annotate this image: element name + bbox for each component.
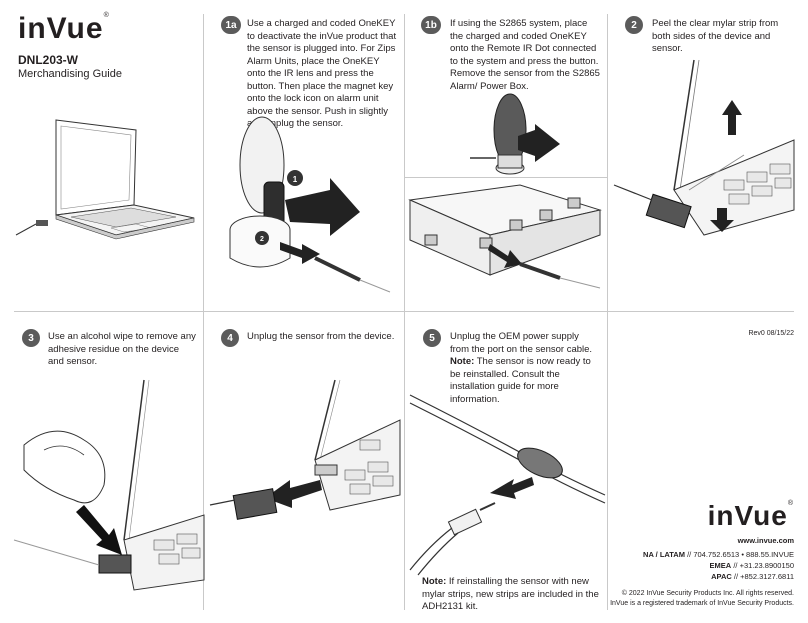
brand-logo-footer: inVue®: [707, 500, 794, 531]
na-label: NA / LATAM: [643, 550, 685, 559]
emea-phone: // +31.23.8900150: [733, 561, 794, 570]
step-2-badge: 2: [625, 16, 643, 34]
model-number: DNL203-W: [18, 53, 79, 67]
bottom-note-label: Note:: [422, 576, 447, 587]
step-3-badge: 3: [22, 329, 40, 347]
na-phone-1: 704.752.6513: [693, 550, 740, 559]
step-1a-text: Use a charged and coded OneKEY to deacti…: [247, 18, 397, 129]
step-5-text-b: The sensor is now ready to be reinstalle…: [450, 356, 591, 405]
page-title: Merchandising Guide: [18, 68, 122, 80]
divider-row: [14, 311, 794, 312]
step-1b-text: If using the S2865 system, place the cha…: [450, 18, 600, 92]
step-1a-badge: 1a: [221, 16, 241, 34]
na-phone-2: 888.55.INVUE: [746, 550, 794, 559]
divider-col-2: [404, 14, 405, 610]
divider-1b: [404, 177, 607, 178]
revision: Rev0 08/15/22: [748, 330, 794, 337]
alcohol-wipe-illustration: [13, 379, 205, 591]
step-3-text: Use an alcohol wipe to remove any adhesi…: [48, 331, 196, 367]
step-2-text: Peel the clear mylar strip from both sid…: [652, 18, 779, 54]
step-5-badge: 5: [423, 329, 441, 347]
contact-block: www.invue.com NA / LATAM // 704.752.6513…: [643, 536, 794, 581]
trademark: InVue is a registered trademark of InVue…: [610, 600, 794, 607]
step-5-text: Unplug the OEM power supply from the por…: [450, 331, 600, 406]
apac-phone: // +852.3127.6811: [733, 572, 794, 581]
emea-label: EMEA: [709, 561, 732, 570]
svg-text:2: 2: [260, 236, 264, 243]
bottom-note-text: If reinstalling the sensor with new myla…: [422, 576, 599, 612]
brand-logo: inVue®: [18, 12, 110, 45]
website-link[interactable]: www.invue.com: [737, 536, 794, 545]
copyright: © 2022 InVue Security Products Inc. All …: [621, 590, 794, 597]
apac-label: APAC: [711, 572, 732, 581]
legal-block: © 2022 InVue Security Products Inc. All …: [610, 589, 794, 609]
step-4-text: Unplug the sensor from the device.: [247, 331, 395, 342]
alarm-power-box-illustration: [408, 184, 602, 289]
laptop-illustration: [15, 119, 195, 240]
unplug-sensor-illustration: [209, 379, 401, 520]
step-1b-badge: 1b: [421, 16, 441, 34]
divider-col-1: [203, 14, 204, 610]
svg-text:1: 1: [293, 175, 298, 184]
onekey-alarm-illustration: 1 2: [229, 116, 391, 293]
step-5-note-label: Note:: [450, 356, 475, 367]
bottom-note: Note: If reinstalling the sensor with ne…: [422, 576, 602, 614]
divider-col-3: [607, 14, 608, 610]
remote-ir-dot-illustration: [470, 93, 560, 175]
peel-mylar-illustration: [613, 59, 795, 236]
unplug-power-supply-illustration: [409, 394, 606, 576]
step-5-text-a: Unplug the OEM power supply from the por…: [450, 331, 593, 355]
step-4-badge: 4: [221, 329, 239, 347]
